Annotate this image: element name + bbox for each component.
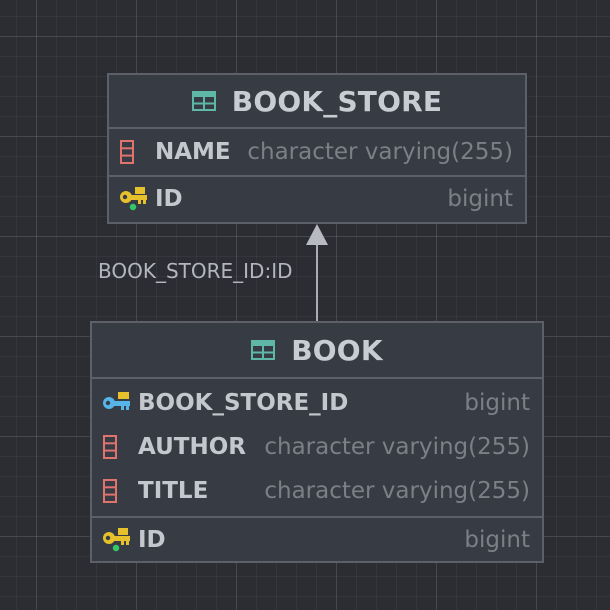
relationship-arrowhead — [306, 224, 328, 245]
column-type: bigint — [464, 390, 530, 416]
column-type: character varying(255) — [264, 478, 530, 504]
column-row[interactable]: BOOK_STORE_ID bigint — [92, 381, 542, 425]
column-name: BOOK_STORE_ID — [138, 390, 349, 416]
relationship-label: BOOK_STORE_ID:ID — [98, 259, 293, 283]
column-icon — [102, 432, 132, 462]
column-row[interactable]: TITLE character varying(255) — [92, 469, 542, 513]
column-type: character varying(255) — [247, 139, 513, 165]
column-type: bigint — [447, 186, 513, 212]
columns-section: BOOK_STORE_ID bigint AUTHOR character va… — [92, 379, 542, 518]
table-book[interactable]: BOOK BOOK_STORE_ID bigint AUTHOR charact… — [90, 321, 544, 563]
foreign-key-icon — [102, 388, 132, 418]
table-icon — [191, 91, 216, 111]
table-title: BOOK_STORE — [231, 84, 443, 118]
column-row[interactable]: NAME character varying(255) — [109, 131, 525, 173]
table-title: BOOK — [291, 333, 383, 367]
column-row[interactable]: ID bigint — [109, 177, 525, 221]
table-book-store[interactable]: BOOK_STORE NAME character varying(255) I… — [107, 73, 527, 224]
column-icon — [102, 476, 132, 506]
column-name: TITLE — [138, 478, 209, 504]
keys-section: ID bigint — [109, 177, 525, 221]
table-header: BOOK — [92, 323, 542, 379]
column-row[interactable]: AUTHOR character varying(255) — [92, 425, 542, 469]
column-type: character varying(255) — [264, 434, 530, 460]
table-icon — [251, 340, 276, 360]
column-name: ID — [138, 527, 166, 553]
column-name: NAME — [155, 139, 231, 165]
column-row[interactable]: ID bigint — [92, 518, 542, 562]
keys-section: ID bigint — [92, 518, 542, 562]
column-icon — [119, 137, 149, 167]
column-type: bigint — [464, 527, 530, 553]
primary-key-icon — [119, 184, 149, 214]
column-name: AUTHOR — [138, 434, 246, 460]
column-name: ID — [155, 186, 183, 212]
primary-key-icon — [102, 525, 132, 555]
table-header: BOOK_STORE — [109, 75, 525, 129]
columns-section: NAME character varying(255) — [109, 129, 525, 177]
